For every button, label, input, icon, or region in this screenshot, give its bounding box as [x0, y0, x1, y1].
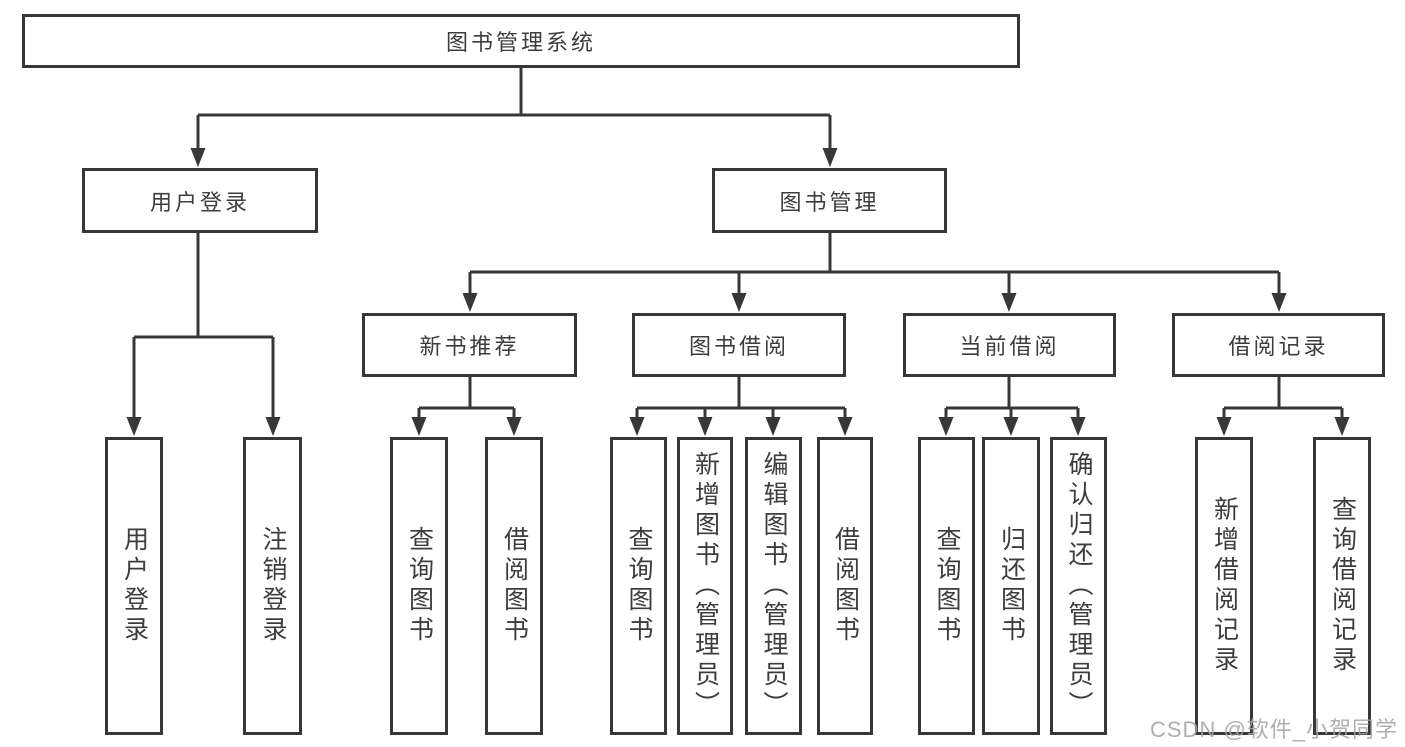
csdn-watermark: CSDN @软件_小贺同学 [1150, 717, 1399, 742]
connector-current-borrow-branch [938, 377, 1086, 436]
node-user-login: 用户登录 [82, 168, 318, 233]
node-book-management: 图书管理 [712, 168, 947, 233]
node-leaf-borrow-books-2: 借阅图书 [817, 437, 873, 735]
node-leaf-edit-book-admin: 编辑图书（管理员） [745, 437, 802, 735]
node-current-borrowing: 当前借阅 [903, 313, 1116, 377]
connector-root-to-level2 [190, 68, 838, 167]
connector-borrow-records-branch [1216, 377, 1350, 436]
node-leaf-query-books-1: 查询图书 [390, 437, 448, 735]
node-leaf-confirm-return-admin: 确认归还（管理员） [1050, 437, 1107, 735]
node-leaf-add-borrow-record: 新增借阅记录 [1195, 437, 1253, 735]
node-leaf-return-books: 归还图书 [982, 437, 1040, 735]
node-new-book-recommendation: 新书推荐 [362, 313, 577, 377]
connector-new-books-branch [411, 377, 522, 436]
node-leaf-query-books-2: 查询图书 [610, 437, 667, 735]
node-leaf-logout: 注销登录 [243, 437, 302, 735]
node-root-library-system: 图书管理系统 [22, 14, 1020, 68]
connector-user-login-branch [126, 233, 281, 436]
node-borrowing-records: 借阅记录 [1172, 313, 1385, 377]
node-leaf-query-borrow-record: 查询借阅记录 [1313, 437, 1371, 735]
node-leaf-user-login: 用户登录 [105, 437, 163, 735]
connector-book-borrow-branch [629, 377, 853, 436]
node-leaf-borrow-books-1: 借阅图书 [485, 437, 543, 735]
node-leaf-query-books-3: 查询图书 [918, 437, 975, 735]
node-book-borrowing: 图书借阅 [632, 313, 846, 377]
connector-book-mgmt-to-level3 [462, 233, 1287, 312]
node-leaf-add-book-admin: 新增图书（管理员） [677, 437, 733, 735]
